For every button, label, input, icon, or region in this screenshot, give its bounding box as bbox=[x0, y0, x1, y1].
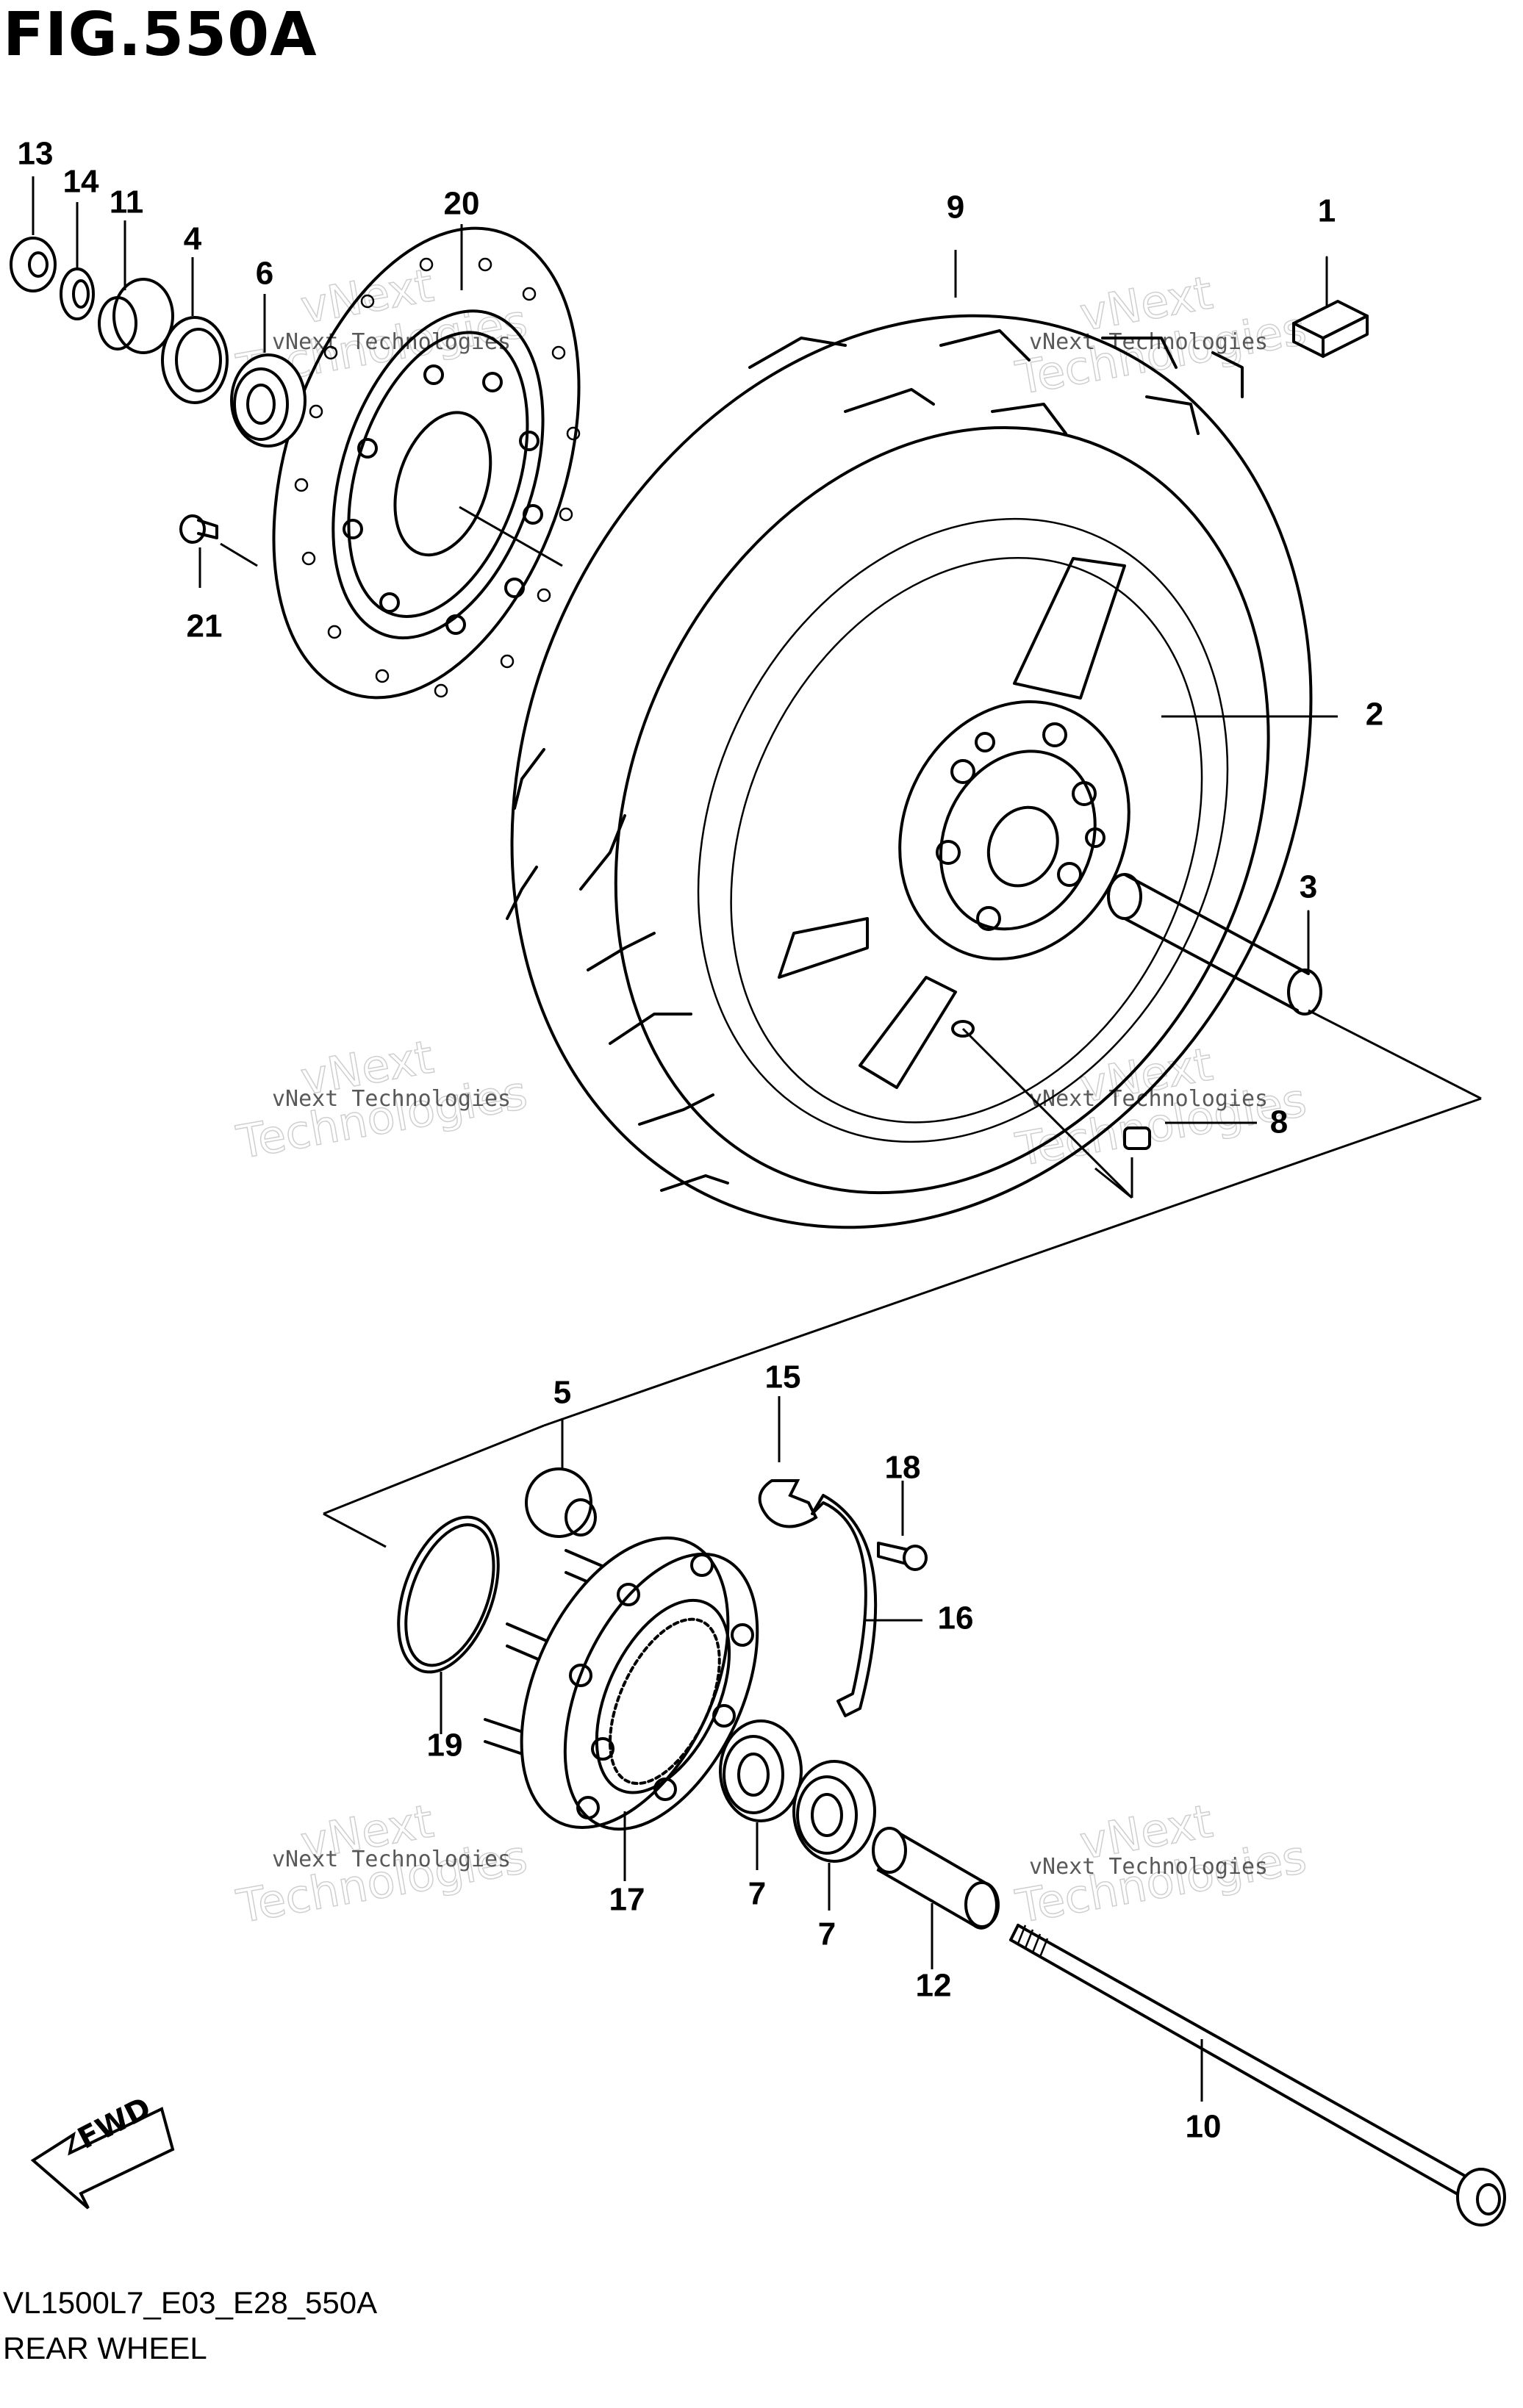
callout-7-b: 7 bbox=[818, 1916, 836, 1952]
washer-part-14 bbox=[60, 202, 95, 320]
collar-part-3 bbox=[1107, 873, 1322, 1016]
bearing-part-5 bbox=[525, 1418, 597, 1538]
watermark-small-6: vNext Technologies bbox=[1029, 1854, 1268, 1880]
balance-weight-part-1 bbox=[1292, 256, 1369, 358]
callout-4: 4 bbox=[184, 221, 202, 257]
callout-11: 11 bbox=[110, 184, 144, 220]
rear-axle-part-10 bbox=[1009, 1924, 1506, 2226]
callout-7-a: 7 bbox=[748, 1876, 766, 1912]
oil-seal-part-4 bbox=[161, 257, 229, 404]
rear-tire-part-9 bbox=[506, 314, 1313, 1229]
watermark-small-3: vNext Technologies bbox=[272, 1086, 511, 1112]
callout-15: 15 bbox=[765, 1359, 801, 1395]
callout-13: 13 bbox=[18, 136, 54, 172]
bolt-part-18 bbox=[877, 1481, 928, 1571]
o-ring-part-19 bbox=[397, 1515, 500, 1734]
washer-part-15 bbox=[758, 1396, 818, 1528]
spacer-part-12 bbox=[872, 1827, 1000, 1969]
forward-direction-arrow: FWD bbox=[30, 2091, 175, 2210]
tire-valve-part-8 bbox=[1123, 1121, 1257, 1150]
bearing-part-7-b bbox=[792, 1760, 876, 1911]
watermark-small-5: vNext Technologies bbox=[272, 1847, 511, 1872]
bearing-part-6 bbox=[230, 294, 307, 448]
callout-14: 14 bbox=[63, 164, 99, 200]
callout-21: 21 bbox=[187, 608, 223, 644]
callout-19: 19 bbox=[427, 1728, 463, 1764]
spacer-part-11 bbox=[98, 220, 174, 354]
callout-16: 16 bbox=[938, 1600, 974, 1636]
diagram-code: VL1500L7_E03_E28_550A bbox=[3, 2285, 378, 2320]
bearing-part-7-a bbox=[719, 1719, 803, 1870]
callout-1: 1 bbox=[1318, 193, 1336, 229]
callout-3: 3 bbox=[1300, 869, 1317, 905]
callout-9: 9 bbox=[947, 190, 964, 226]
retainer-plate-part-16 bbox=[811, 1494, 922, 1717]
figure-title: FIG.550A bbox=[3, 0, 318, 70]
callout-8: 8 bbox=[1270, 1104, 1288, 1140]
diagram-name: REAR WHEEL bbox=[3, 2331, 207, 2365]
callout-12: 12 bbox=[916, 1968, 952, 2004]
callout-6: 6 bbox=[256, 256, 273, 292]
sprocket-drum-part-17 bbox=[484, 1537, 759, 1881]
nut-part-13 bbox=[10, 176, 57, 292]
bolt-part-21 bbox=[179, 514, 258, 588]
rear-wheel-rim-part-2 bbox=[697, 517, 1229, 1143]
brake-disc-part-20 bbox=[272, 224, 581, 700]
callout-17: 17 bbox=[609, 1882, 645, 1918]
watermarks: vNext Technologies vNext Technologies vN… bbox=[232, 258, 1311, 1934]
callout-20: 20 bbox=[444, 186, 480, 222]
assembly-bracket-lines bbox=[323, 1009, 1482, 1548]
callout-5: 5 bbox=[553, 1375, 571, 1411]
callout-10: 10 bbox=[1186, 2109, 1222, 2145]
callout-2: 2 bbox=[1366, 697, 1383, 733]
callout-numbers: 13 14 11 4 6 20 9 1 21 2 3 8 5 15 18 16 … bbox=[18, 136, 1384, 2145]
callout-18: 18 bbox=[885, 1450, 921, 1486]
watermark-small-2: vNext Technologies bbox=[1029, 329, 1268, 355]
